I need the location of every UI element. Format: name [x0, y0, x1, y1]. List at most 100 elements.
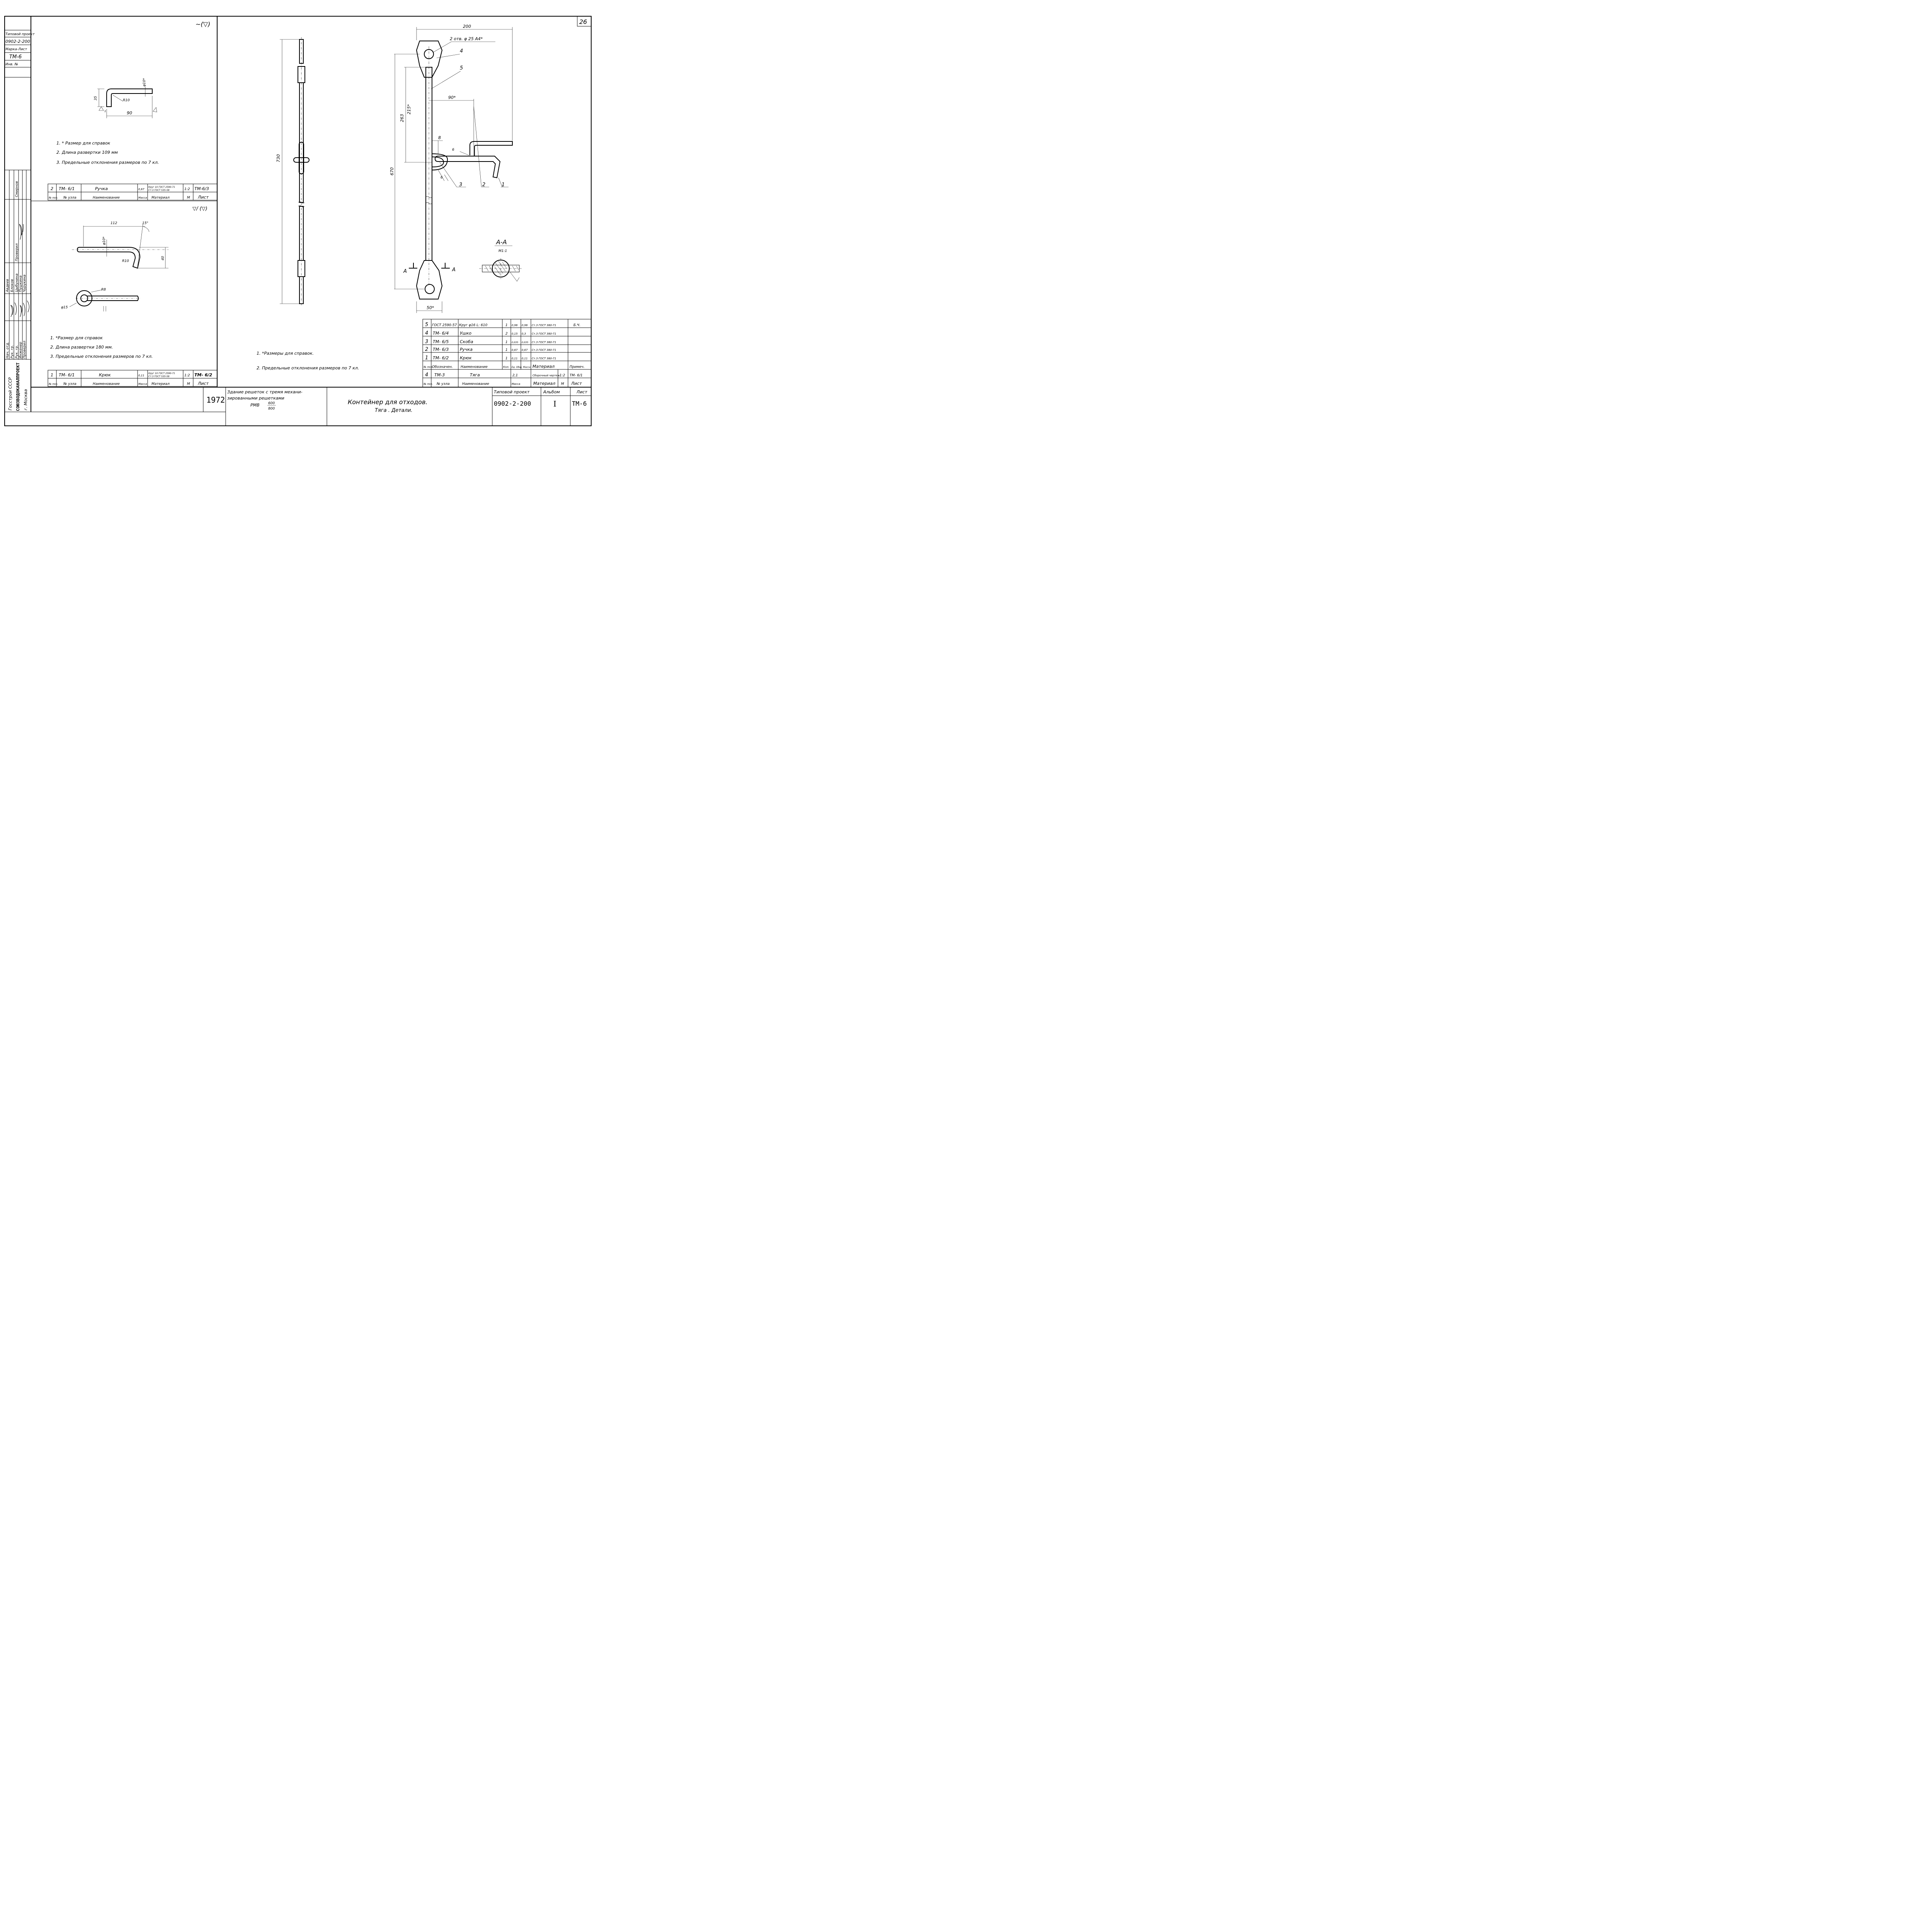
sheet-frame: [4, 16, 592, 426]
spec-row1-m2: 0,96: [522, 324, 528, 327]
side-project-code: 0902-2-200: [5, 39, 30, 44]
side-project-label: Типовой проект: [5, 32, 35, 36]
hook-material-2: Ст.3 ГОСТ 535-58: [148, 375, 170, 378]
hook-pos: 1: [51, 372, 53, 378]
spec-h-name: Наименование: [461, 365, 488, 369]
hook-note-1: 1. *Размер для справок: [50, 335, 103, 340]
side-inv-label: Инв. №: [5, 63, 18, 66]
title-album-label: Альбом: [543, 389, 560, 395]
hook-note-2: 2. Длина развертки 180 мм.: [50, 345, 113, 350]
spec-h-qty: Кол.: [503, 366, 509, 369]
spec-row1-code: ГОСТ 2590-57: [432, 323, 457, 327]
role-1: Нач. отд.: [6, 342, 10, 359]
signature-roles: Нач. отд. Рук. гр. Рук. гр. Инженер Пров…: [6, 243, 27, 359]
hook-h-pos: № поз.: [48, 383, 58, 386]
role-4: Инженер: [19, 342, 23, 359]
spec-row1-note: Б.Ч.: [573, 323, 580, 327]
asm-section-a-right: А: [452, 267, 456, 273]
hook-unit: ТМ- 6/1: [59, 372, 75, 378]
title-sheet-label: Лист: [576, 389, 587, 395]
title-building-2: зированными решетками: [227, 396, 284, 401]
spec-row5-code: ТМ- 6/2: [433, 355, 449, 361]
title-frac-bottom: 800: [268, 407, 275, 411]
hook-dim-dia: φ10*: [102, 236, 106, 245]
organization: Госстрой СССР: [8, 377, 13, 410]
role-3: Рук. гр.: [15, 345, 19, 359]
hook-dim-15: 15°: [142, 221, 148, 225]
name-6: Смирнов: [15, 181, 19, 197]
asm-pos2: 2: [482, 182, 485, 188]
spec-row4-m2: 0,67: [522, 349, 528, 352]
spec-row5-name: Крюк: [460, 355, 472, 361]
handle-unit: ТМ- 6/1: [59, 186, 75, 191]
asm-pos5: 5: [460, 65, 463, 71]
spec-f-mass: Масса: [512, 383, 520, 386]
drawing-sheet: 26 Типовой проект 0902-2-200 Марка-Лист …: [0, 0, 606, 431]
handle-h-name: Наименование: [93, 196, 120, 200]
spec-f-sheet: Лист: [571, 381, 582, 386]
hook-dim-r10: R10: [122, 259, 129, 263]
spec-row5-qty: 1: [505, 357, 508, 361]
signature-names: Авдеев Блоков Цыбунина Пушкина Чурукина …: [6, 181, 27, 293]
handle-note-2: 2. Длина развертки 109 мм: [56, 150, 118, 155]
spec-table-rows: 5 ГОСТ 2590-57 Круг φ16 L: 610 1 0,96 0,…: [423, 322, 585, 386]
handle-material-1: Круг 10 ГОСТ 2590-71: [148, 186, 175, 189]
spec-asm-mass: 2,1: [512, 374, 518, 378]
handle-weld-mark: 1: [104, 110, 106, 113]
title-frac-top: 600: [268, 401, 275, 405]
spec-f-unit: № узла: [436, 382, 450, 386]
side-stamp: [5, 30, 31, 78]
handle-h-m: М: [187, 196, 190, 200]
role-5: Проверил: [23, 341, 27, 359]
hook-table: [48, 370, 218, 387]
spec-row2-m1: 0,15: [512, 332, 518, 335]
spec-row4-m1: 0,67: [512, 349, 518, 352]
asm-weld6a: 6: [452, 148, 454, 152]
rod-side-view: [280, 37, 310, 305]
hook-h-unit: № узла: [63, 382, 77, 386]
handle-dim-r10: R10: [123, 99, 130, 102]
side-mark-sheet: ТМ-6: [9, 54, 22, 60]
hook-dim-112: 112: [111, 221, 117, 225]
handle-dim-dia: φ10*: [143, 78, 146, 87]
asm-dim-90: 90*: [448, 95, 456, 100]
asm-weld6b: 6: [440, 176, 443, 180]
spec-row2-qty: 2: [505, 332, 508, 336]
spec-row3-pos: 3: [425, 339, 428, 345]
handle-material-2: Ст.3 ГОСТ 535-58: [148, 189, 170, 192]
role-6: Проверил: [15, 243, 19, 261]
spec-row2-code: ТМ- 6/4: [433, 331, 449, 336]
hook-drawing: [69, 224, 168, 311]
handle-mass: 0,67: [138, 188, 145, 191]
asm-holes: 2 отв. φ 25 А4*: [450, 36, 483, 41]
hook-mass: 0,11: [138, 374, 145, 377]
spec-h-pos: № поз.: [423, 366, 433, 369]
title-sheet: ТМ-6: [572, 400, 587, 407]
spec-asm-pos: 4: [425, 372, 428, 378]
hook-scale: 1:2: [184, 374, 190, 378]
hook-note-3: 3. Предельные отклонения размеров по 7 к…: [50, 354, 153, 359]
handle-h-unit: № узла: [63, 196, 77, 200]
hook-name: Крюк: [99, 372, 111, 378]
spec-row1-material: Ст.3 ГОСТ 380-71: [532, 324, 556, 327]
title-block-grid: [31, 387, 591, 426]
role-2: Рук. гр.: [10, 345, 14, 359]
handle-pos: 2: [51, 186, 53, 191]
spec-f-pos: № поз.: [423, 383, 433, 386]
spec-h-note: Примеч.: [570, 365, 585, 369]
name-1: Авдеев: [6, 279, 10, 293]
title-building-1: Здание решеток с тремя механи-: [227, 389, 303, 395]
spec-row3-name: Скоба: [460, 339, 473, 344]
spec-row2-pos: 4: [425, 330, 428, 336]
name-2: Блоков: [10, 279, 14, 292]
spec-row1-name: Круг φ16 L: 610: [459, 323, 488, 327]
title-line2: Тяга . Детали.: [375, 408, 413, 413]
spec-row2-material: Ст.3 ГОСТ 380-71: [532, 332, 556, 335]
spec-row5-m1: 0,11: [512, 357, 518, 360]
sheet-number: 26: [579, 18, 587, 26]
spec-row2-m2: 0,3: [522, 332, 526, 335]
surface-mark-top: ∼(▽): [196, 20, 210, 28]
asm-section-scale: М1:1: [498, 249, 507, 253]
institute: СОЮЗВОДОКАНАЛПРОЕКТ: [15, 362, 20, 411]
asm-pos3: 3: [459, 182, 462, 188]
